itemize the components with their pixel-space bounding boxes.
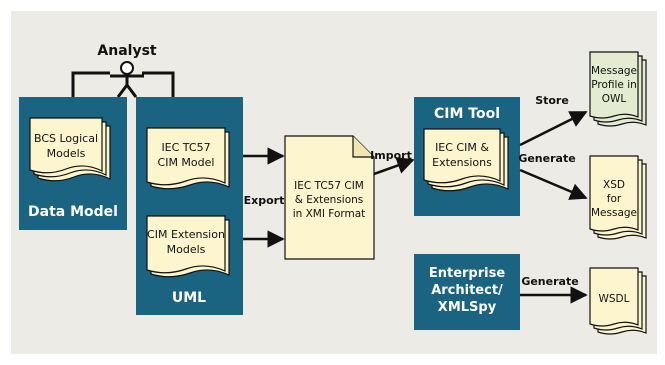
iec-cim-line2: Extensions <box>432 156 492 169</box>
actor-label: Analyst <box>97 43 157 59</box>
enterprise-architect-box <box>414 254 520 330</box>
ea-line2: Architect/ <box>431 283 503 298</box>
uml-title: UML <box>172 290 206 306</box>
xsd-for-message-doc: XSD for Message <box>589 155 647 240</box>
owl-line1: Message <box>591 65 637 77</box>
iec-tc57-cim-model-doc: IEC TC57 CIM Model <box>146 127 230 190</box>
cim-model-line1: IEC TC57 <box>161 141 210 154</box>
xmi-format-doc: IEC TC57 CIM & Extensions in XMI Format <box>284 135 375 260</box>
generate-wsdl-label: Generate <box>521 275 578 288</box>
ea-line1: Enterprise <box>429 266 505 281</box>
cim-ext-line1: CIM Extension <box>147 228 225 241</box>
export-label: Export <box>244 194 285 207</box>
xsd-line2: for <box>607 193 622 205</box>
message-profile-owl-doc: Message Profile in OWL <box>589 51 647 127</box>
data-model-title: Data Model <box>28 204 118 220</box>
analyst-icon <box>110 61 144 98</box>
cim-tool-title: CIM Tool <box>434 106 500 122</box>
xsd-line3: Message <box>591 207 637 219</box>
wsdl-doc: WSDL <box>589 267 647 335</box>
bcs-doc-line2: Models <box>47 147 86 160</box>
import-label: Import <box>370 149 412 162</box>
store-label: Store <box>535 94 569 107</box>
owl-line3: OWL <box>602 93 627 105</box>
iec-cim-line1: IEC CIM & <box>435 141 489 154</box>
bcs-logical-models-doc: BCS Logical Models <box>29 117 111 182</box>
bcs-doc-line1: BCS Logical <box>34 132 98 145</box>
generate-xsd-arrow <box>519 168 588 200</box>
xmi-line2: & Extensions <box>295 194 364 206</box>
actor-connector-line <box>71 71 110 97</box>
import-arrow <box>373 157 415 176</box>
owl-line2: Profile in <box>591 79 637 91</box>
cim-ext-line2: Models <box>167 243 206 256</box>
cim-extension-models-doc: CIM Extension Models <box>146 215 230 278</box>
xsd-line1: XSD <box>603 179 625 191</box>
actor-connector-line <box>142 71 175 97</box>
store-arrow <box>519 110 588 147</box>
wsdl-label: WSDL <box>599 293 630 305</box>
generate-xsd-label: Generate <box>518 152 575 165</box>
ea-line3: XMLSpy <box>438 300 497 315</box>
xmi-line1: IEC TC57 CIM <box>294 180 364 192</box>
xmi-line3: in XMI Format <box>293 208 366 220</box>
iec-cim-extensions-doc: IEC CIM & Extensions <box>423 128 509 192</box>
cim-model-line2: CIM Model <box>158 156 215 169</box>
